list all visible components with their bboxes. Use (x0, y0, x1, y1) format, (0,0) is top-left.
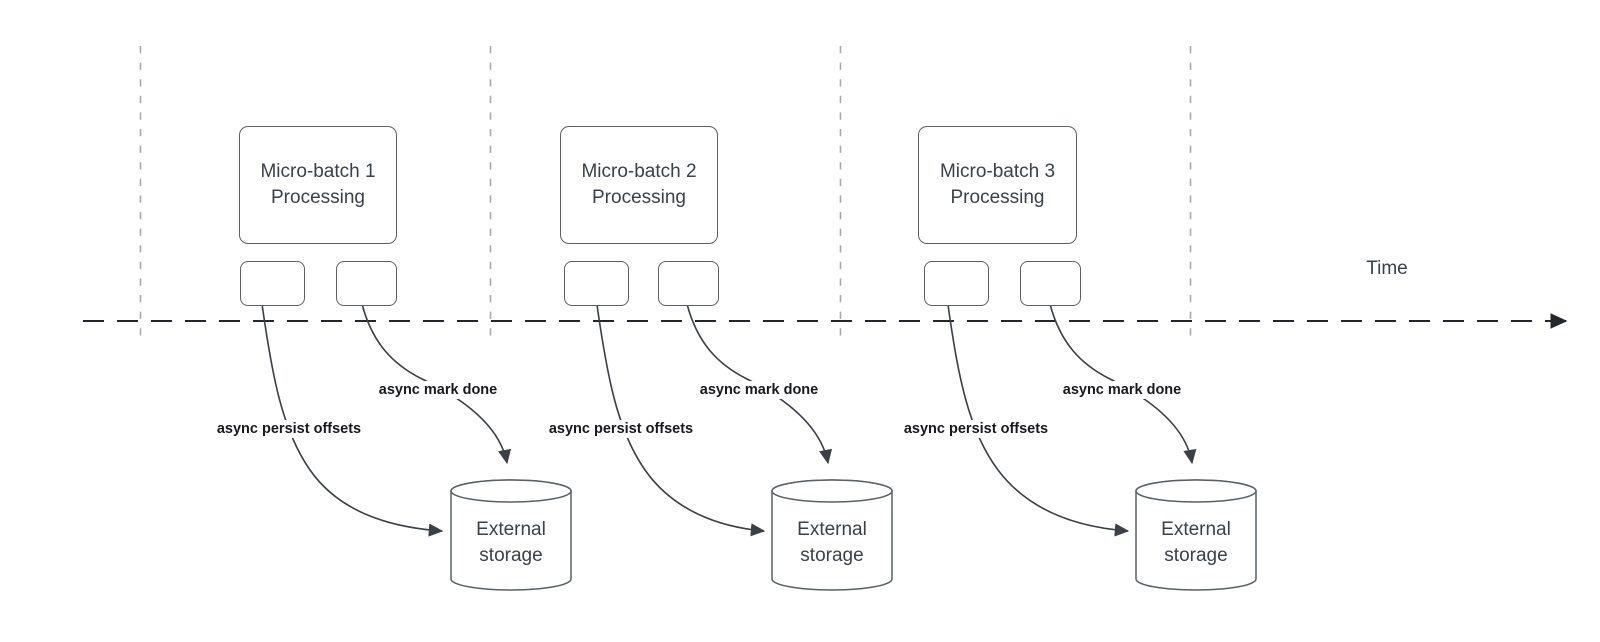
micro-batch-title: Micro-batch 2 (581, 161, 697, 182)
external-storage-text-3: External storage (1161, 517, 1231, 569)
persist-task-box-1 (240, 261, 305, 306)
micro-batch-3-processing-box: Micro-batch 3 Processing (918, 126, 1077, 244)
micro-batch-subtitle: Processing (950, 187, 1045, 208)
persist-offsets-label-2: async persist offsets (545, 420, 697, 438)
persist-offsets-label-3: async persist offsets (900, 420, 1052, 438)
persist-offsets-arrow-3 (947, 304, 1130, 537)
storage-line2: storage (1164, 545, 1228, 566)
mark-done-label-3: async mark done (1059, 381, 1185, 399)
storage-line2: storage (479, 545, 543, 566)
external-storage-cylinder-1 (450, 479, 572, 591)
mark-done-arrow-2 (686, 303, 833, 465)
micro-batch-subtitle: Processing (271, 187, 365, 208)
storage-line2: storage (800, 545, 864, 566)
micro-batch-1-processing-box: Micro-batch 1 Processing (239, 126, 397, 244)
done-task-box-1 (336, 261, 397, 306)
persist-task-box-3 (924, 261, 989, 306)
storage-line1: External (476, 519, 546, 540)
external-storage-text-2: External storage (797, 517, 867, 569)
external-storage-cylinder-2 (771, 479, 893, 591)
micro-batch-title: Micro-batch 3 (939, 161, 1056, 182)
micro-batch-2-processing-box: Micro-batch 2 Processing (560, 126, 718, 244)
time-axis-label: Time (1366, 258, 1408, 279)
done-task-box-3 (1020, 261, 1081, 306)
done-task-box-2 (658, 261, 719, 306)
persist-task-box-2 (564, 261, 629, 306)
mark-done-arrow-3 (1049, 303, 1197, 465)
external-storage-cylinder-3 (1135, 479, 1257, 591)
external-storage-text-1: External storage (476, 517, 546, 569)
storage-line1: External (1161, 519, 1231, 540)
mark-done-label-1: async mark done (375, 381, 501, 399)
persist-offsets-arrow-1 (261, 303, 444, 537)
micro-batch-title: Micro-batch 1 (260, 161, 376, 182)
persist-offsets-label-1: async persist offsets (213, 420, 365, 438)
mark-done-label-2: async mark done (696, 381, 822, 399)
persist-offsets-arrow-2 (596, 304, 766, 537)
mark-done-arrow-1 (361, 303, 512, 465)
micro-batch-subtitle: Processing (592, 187, 686, 208)
storage-line1: External (797, 519, 867, 540)
